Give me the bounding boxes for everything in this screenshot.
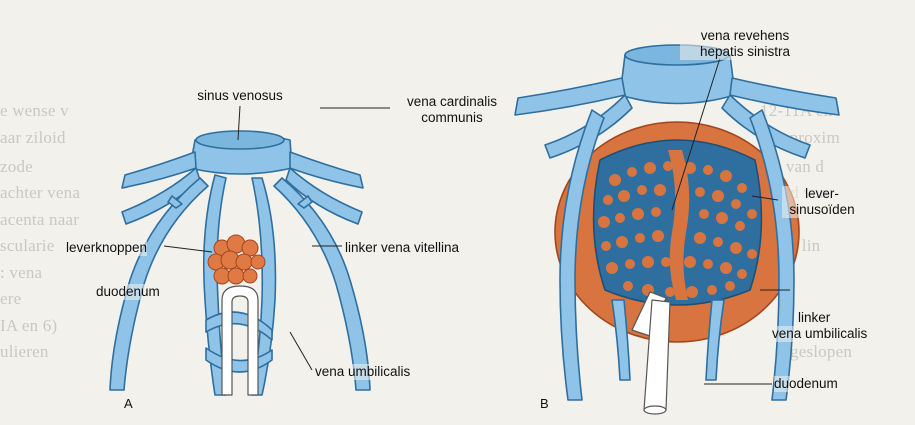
label-sinus-venosus: sinus venosus [188,88,292,104]
label-vena-cardinalis-line2: communis [392,110,512,126]
panel-a-drawing [110,131,370,395]
label-linker-line1: linker [798,310,830,326]
label-linker-vena-vitellina: linker vena vitellina [345,240,459,256]
label-duodenum-b: duodenum [774,376,838,392]
panel-letter-a: A [124,396,133,411]
leverknoppen-shape [208,235,265,284]
label-vena-revehens-line1: vena revehens [680,28,810,44]
label-vena-cardinalis-line1: vena cardinalis [392,94,512,110]
label-linker-line2: vena umbilicalis [772,326,867,342]
label-vena-revehens-line2: hepatis sinistra [680,44,810,60]
duodenum-opening [644,406,666,414]
label-lever-line1: lever- [782,186,862,202]
label-duodenum-a: duodenum [96,284,160,300]
label-lever-line2: sinusoïden [782,202,862,218]
label-vena-umbilicalis: vena umbilicalis [315,364,410,380]
panel-letter-b: B [540,396,549,411]
label-leverknoppen: leverknoppen [66,240,147,256]
sinus-venosus-opening [196,131,284,149]
panel-b-drawing [515,45,839,414]
duodenum-shape [222,286,258,395]
